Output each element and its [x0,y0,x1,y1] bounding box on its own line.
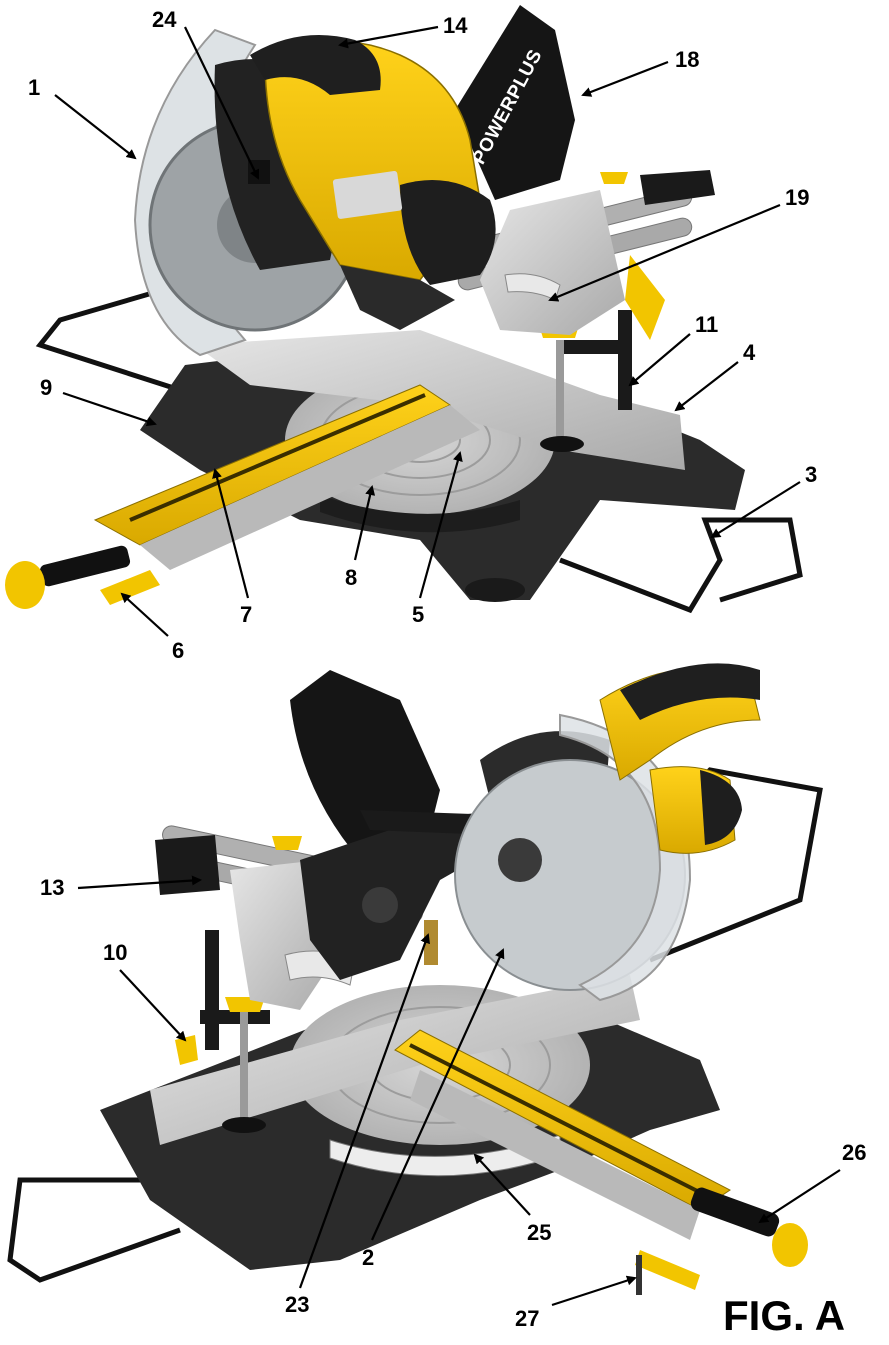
rear-clamp-post [205,930,219,1050]
callout-arrows [54,25,841,1307]
callout-25: 25 [527,1220,551,1245]
callout-13: 13 [40,875,64,900]
arrow-27 [551,1275,637,1307]
callout-14: 14 [443,13,468,38]
spec-plate [332,170,403,219]
callout-labels: 1 24 14 18 19 11 4 9 3 7 8 5 6 13 10 26 … [28,7,866,1331]
rear-top-knob [272,836,302,850]
rear-motor-cap [700,770,742,845]
clamp-screw [556,340,564,440]
arrow-4 [674,361,739,412]
bracket-hole [362,887,398,923]
callout-23: 23 [285,1292,309,1317]
arrow-7 [212,468,250,599]
saw-top-view: POWERPLUS [5,5,803,614]
callout-1: 1 [28,75,40,100]
rear-handle [690,1187,808,1267]
callout-9: 9 [40,375,52,400]
arrow-9 [62,391,157,427]
wire-support-right [559,517,803,614]
callout-2: 2 [362,1245,374,1270]
arrow-13 [77,875,202,890]
main-handle [250,35,381,95]
mitre-scale [320,495,520,533]
saw-rear-view [7,663,823,1295]
arrow-3 [710,481,801,539]
callout-26: 26 [842,1140,866,1165]
callout-27: 27 [515,1306,539,1331]
callout-3: 3 [805,462,817,487]
arrow-26 [758,1169,841,1224]
lock-lever [100,570,160,605]
callout-24: 24 [152,7,177,32]
arrow-1 [54,94,137,160]
callout-10: 10 [103,940,127,965]
rail-end-cap [640,170,715,205]
arrow-18 [581,60,669,97]
motor-cap [400,180,496,285]
callout-6: 6 [172,638,184,663]
callout-4: 4 [743,340,756,365]
rear-clamp-screw [240,1010,248,1120]
clamp-arm [560,340,630,354]
clamp-post [618,310,632,410]
arrow-23 [298,933,430,1289]
arrow-24 [184,26,260,180]
adjust-screw [636,1255,642,1295]
extension-arm-body [140,405,480,570]
rear-lock-lever [635,1250,700,1290]
base-foot [465,578,525,602]
arrow-8 [353,485,376,561]
arrow-2 [370,948,505,1241]
slide-carriage [480,190,625,335]
callout-19: 19 [785,185,809,210]
front-handle [5,545,131,609]
clamp-foot [540,436,584,452]
depth-stop [424,920,438,965]
arrow-11 [628,333,691,387]
rear-clamp-foot [222,1117,266,1133]
arrow-14 [338,25,439,49]
callout-8: 8 [345,565,357,590]
callout-5: 5 [412,602,424,627]
callout-7: 7 [240,602,252,627]
arrow-10 [119,969,187,1042]
rear-main-handle [620,663,760,720]
rear-extension-body [410,1070,700,1240]
fence-lock-knob [175,1035,198,1065]
arrow-6 [120,592,169,637]
callout-18: 18 [675,47,699,72]
top-knob [600,172,628,184]
wire-support-left [35,282,181,393]
callout-11: 11 [695,312,718,337]
dust-bag [455,5,575,200]
arrow-25 [473,1153,531,1216]
rear-rail-cap [155,835,220,895]
bevel-lock-lever [625,255,665,340]
figure-label: FIG. A [723,1292,845,1339]
rear-clamp-arm [200,1010,270,1024]
arrow-5 [418,451,463,599]
wire-support-rear-left [7,1177,200,1283]
arrow-19 [548,203,781,302]
pivot-arm [340,265,455,330]
rear-fence [150,975,640,1145]
